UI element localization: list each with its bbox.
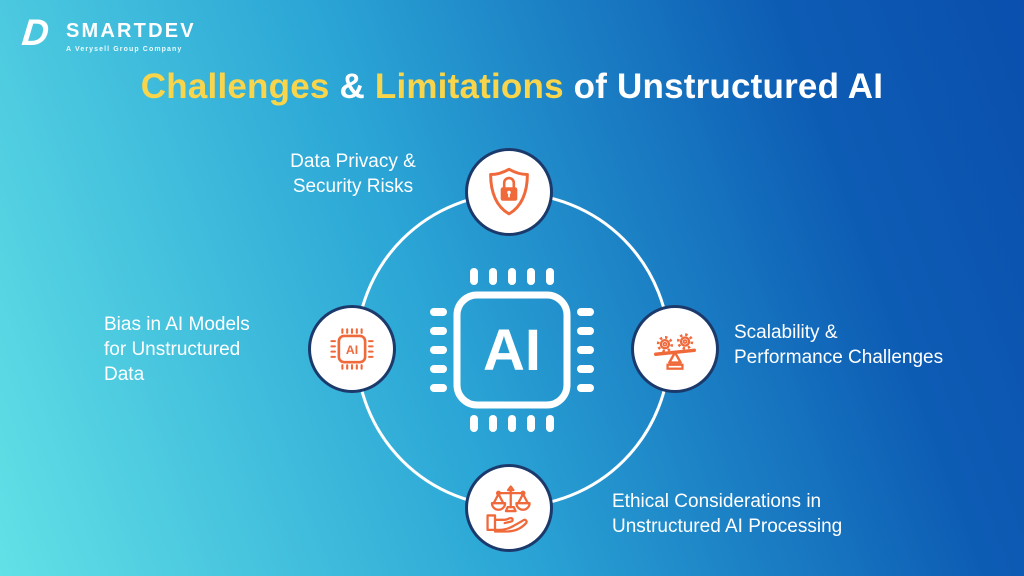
node-privacy [465, 148, 553, 236]
gears-balance-icon [654, 333, 696, 370]
ai-chip-label: AI [483, 318, 541, 383]
brand-name: SMARTDEV [66, 20, 196, 42]
title-ampersand: & [329, 67, 375, 106]
brand-logo: D SMARTDEV A Verysell Group Company [20, 12, 196, 54]
label-line: Data Privacy & [290, 151, 416, 172]
node-ethics [465, 464, 553, 552]
page-title: Challenges & Limitations of Unstructured… [0, 67, 1024, 107]
node-label-privacy: Data Privacy & Security Risks [233, 149, 473, 199]
node-bias: AI [308, 305, 396, 393]
label-line: Performance Challenges [734, 347, 944, 368]
brand-text: SMARTDEV A Verysell Group Company [66, 14, 196, 53]
node-label-scalability: Scalability & Performance Challenges [734, 320, 943, 370]
ai-chip-icon: AI [430, 268, 594, 432]
node-label-ethics: Ethical Considerations in Unstructured A… [612, 489, 842, 539]
label-line: Scalability & [734, 322, 838, 343]
node-label-bias: Bias in AI Models for Unstructured Data [104, 312, 250, 387]
label-line: for Unstructured [104, 339, 241, 360]
ai-chip-icon: AI [330, 328, 374, 370]
title-rest: of Unstructured AI [563, 67, 884, 106]
label-line: Ethical Considerations in [612, 491, 822, 512]
label-line: Security Risks [292, 176, 414, 197]
ai-chip-small-label: AI [346, 343, 358, 357]
label-line: Data [104, 364, 145, 385]
shield-lock-icon [489, 167, 529, 216]
smartdev-logo-icon: D [20, 12, 52, 53]
title-highlight-1: Challenges [140, 67, 330, 106]
label-line: Unstructured AI Processing [612, 516, 843, 537]
brand-tagline: A Verysell Group Company [66, 46, 183, 53]
scales-hand-icon [486, 485, 531, 533]
node-scalability [631, 305, 719, 393]
title-highlight-2: Limitations [374, 67, 564, 106]
label-line: Bias in AI Models [104, 314, 250, 335]
